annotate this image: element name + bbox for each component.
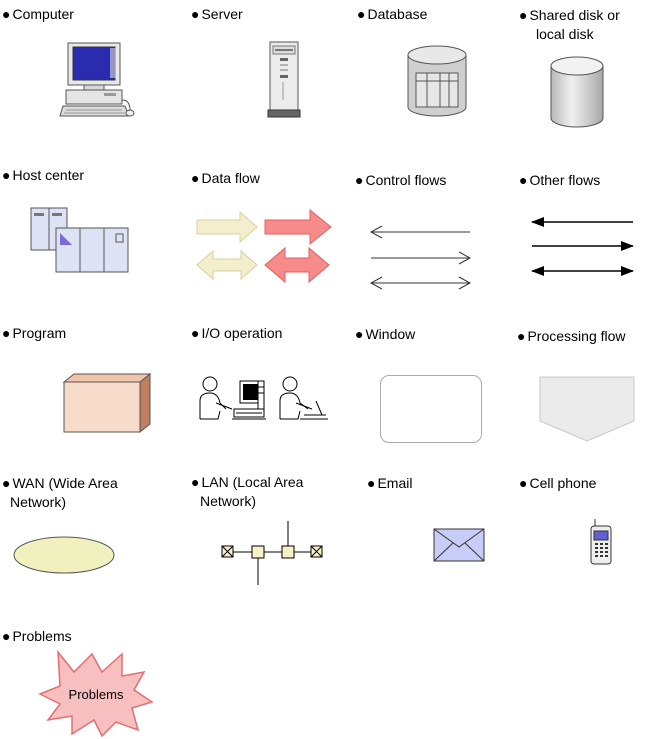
label-host-center: ●Host center <box>2 167 85 183</box>
host-center-icon <box>30 207 129 273</box>
label-processing-flow: ●Processing flow <box>517 328 626 344</box>
server-icon <box>267 41 301 118</box>
data-flow-arrows <box>196 208 332 284</box>
database-icon <box>407 45 467 117</box>
program-icon <box>62 372 152 434</box>
problems-burst-icon: Problems <box>38 649 154 738</box>
label-program: ●Program <box>2 325 67 341</box>
window-icon <box>380 375 482 443</box>
label-server: ●Server <box>191 6 243 22</box>
shared-disk-icon <box>550 56 604 128</box>
label-data-flow: ●Data flow <box>191 170 260 186</box>
label-wan: ●WAN (Wide Area <box>2 475 118 491</box>
wan-icon <box>13 536 115 574</box>
label-control-flows: ●Control flows <box>355 172 447 188</box>
io-operation-icon <box>199 376 328 420</box>
email-icon <box>433 528 485 562</box>
label-database: ●Database <box>357 6 428 22</box>
cell-phone-icon <box>590 519 612 565</box>
other-flow-arrows <box>531 217 634 276</box>
label-io-operation: ●I/O operation <box>191 325 283 341</box>
label-problems: ●Problems <box>2 628 72 644</box>
label-shared-disk-line2: local disk <box>536 26 594 42</box>
control-flow-arrows <box>369 225 472 290</box>
label-computer: ●Computer <box>2 6 74 22</box>
label-wan-line2: Network) <box>10 494 67 510</box>
label-lan: ●LAN (Local Area <box>191 474 304 490</box>
label-other-flows: ●Other flows <box>519 172 601 188</box>
label-cell-phone: ●Cell phone <box>519 475 597 491</box>
label-email: ●Email <box>367 475 413 491</box>
processing-flow-icon <box>539 376 635 442</box>
computer-icon <box>59 42 135 117</box>
label-window: ●Window <box>355 326 416 342</box>
problems-burst-text: Problems <box>69 687 124 702</box>
lan-icon <box>221 521 323 585</box>
label-shared-disk: ●Shared disk or <box>519 7 620 23</box>
label-lan-line2: Network) <box>200 493 257 509</box>
